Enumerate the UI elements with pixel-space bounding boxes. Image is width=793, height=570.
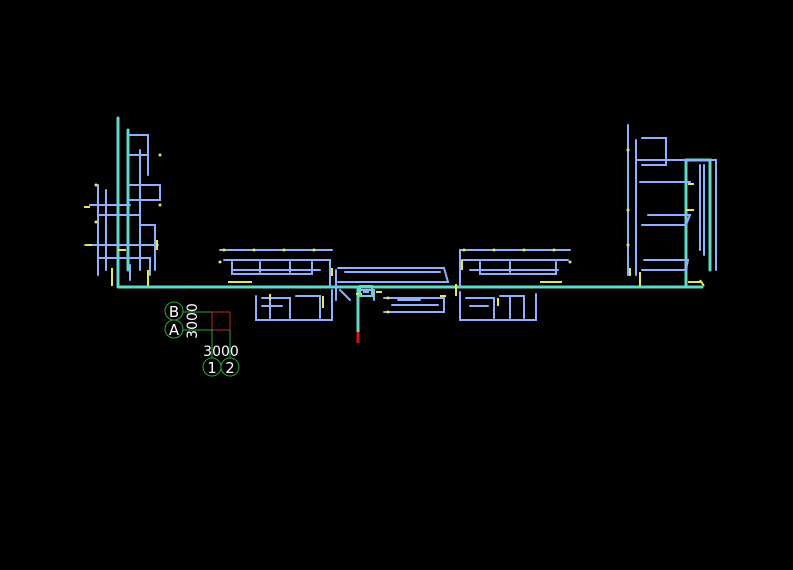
branch-c-box [337,267,450,283]
grid-bubble-row-a: A [164,319,184,339]
branch-lc-lower3 [295,295,321,319]
branch-c-low6 [339,289,351,301]
branch-lc-lower2 [261,297,291,319]
branch-rc-lower1 [459,291,537,321]
branch-rc-lower3 [499,295,525,319]
branch-left-8 [97,214,141,236]
branch-c-low1 [383,297,445,313]
branch-left-11 [139,224,156,271]
branch-lc-row2 [223,259,331,288]
valve-cluster [359,285,373,297]
axis-grid: B A 3000 3000 1 2 [164,301,240,377]
branch-pipe-network [84,124,717,321]
grid-bubble-col-2: 2 [220,357,240,377]
branch-right-8 [695,159,717,271]
branch-left-6 [129,184,161,201]
pipe-fittings [84,183,705,308]
grid-label-1: 1 [207,359,217,377]
column-spacing-dimension: 3000 [203,344,239,360]
branch-lc-lower1 [255,289,333,321]
row-spacing-dimension: 3000 [185,303,201,339]
branch-right-7 [641,259,690,271]
branch-rc-lower2 [465,297,495,319]
branch-left-5 [129,134,149,156]
branch-right-3 [641,137,667,166]
grid-bubble-row-b: B [164,301,184,321]
branch-lc-row4 [231,261,313,275]
grid-label-b: B [169,303,179,321]
grid-label-a: A [169,321,180,339]
pipe-endpoints [94,148,630,314]
grid-label-2: 2 [225,359,235,377]
grid-cell [211,311,231,331]
branch-right-6 [641,214,692,226]
branch-rc-row4 [479,261,557,275]
branch-left-10 [97,257,151,276]
grid-bubble-col-1: 1 [202,357,222,377]
